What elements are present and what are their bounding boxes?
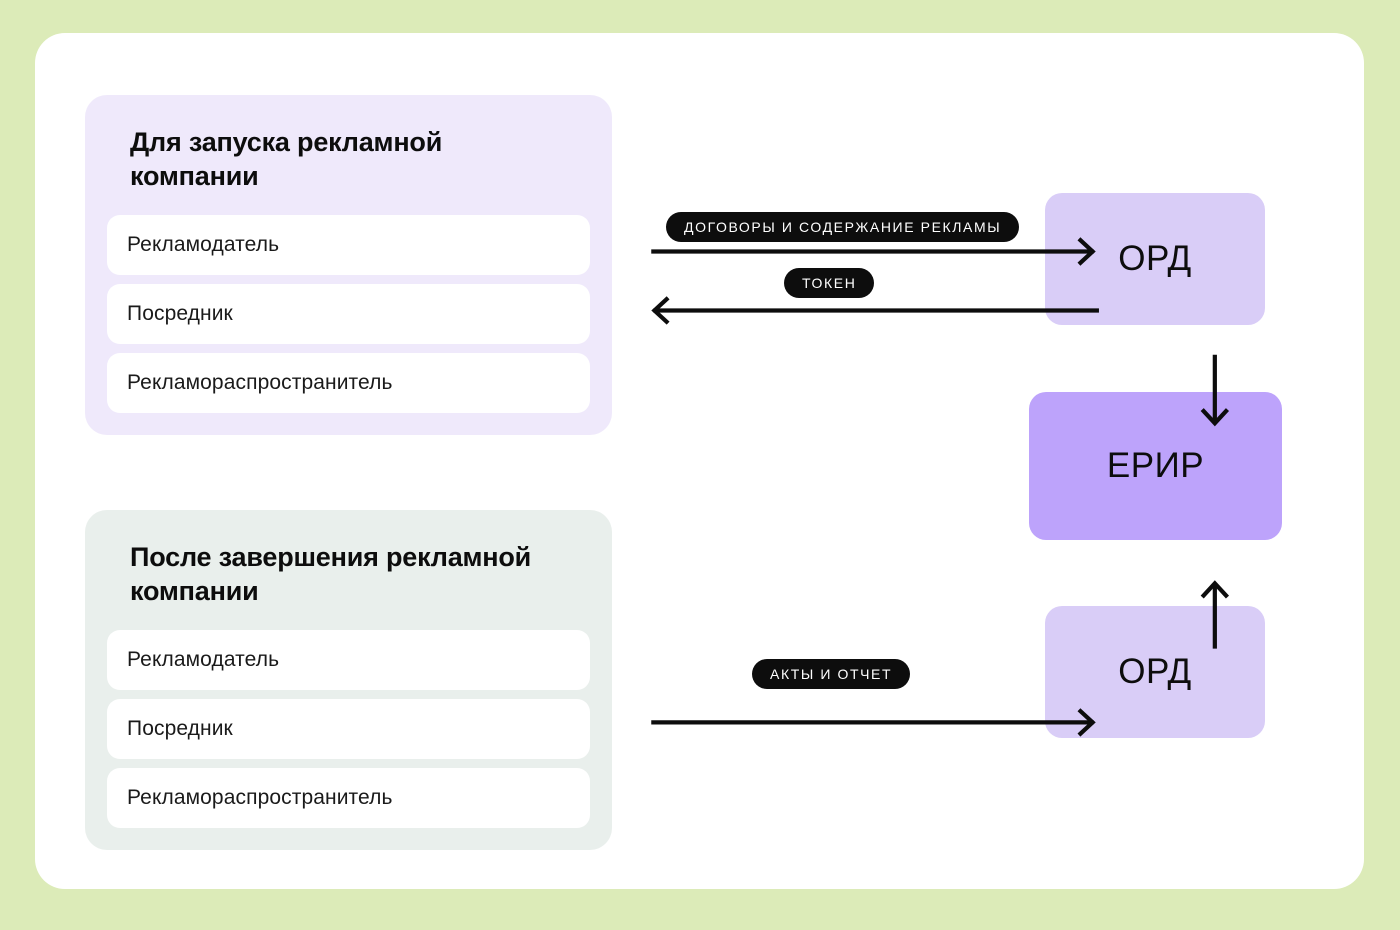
role-row[interactable]: Рекламодатель	[107, 215, 590, 276]
role-row[interactable]: Рекламораспространитель	[107, 353, 590, 414]
node-label: ОРД	[1118, 652, 1192, 691]
node-label: ЕРИР	[1106, 446, 1205, 485]
role-label: Рекламораспространитель	[127, 371, 393, 395]
role-row[interactable]: Рекламодатель	[107, 630, 590, 691]
flow-arrowhead-ord-bottom-to-erir	[1200, 580, 1230, 599]
stage-card-launch: Для запуска рекламной компании Рекламода…	[85, 95, 612, 436]
role-row[interactable]: Рекламораспространитель	[107, 768, 590, 829]
role-label: Рекламораспространитель	[127, 786, 393, 810]
role-label: Посредник	[127, 302, 233, 326]
node-label: ОРД	[1118, 239, 1192, 278]
flow-label-token: ТОКЕН	[784, 268, 875, 298]
role-row[interactable]: Посредник	[107, 699, 590, 760]
stage-card-finish: После завершения рекламной компании Рекл…	[85, 510, 612, 851]
role-label: Рекламодатель	[127, 233, 280, 257]
node-ord-top[interactable]: ОРД	[1045, 193, 1265, 325]
role-label: Посредник	[127, 717, 233, 741]
flow-label-acts: АКТЫ И ОТЧЕТ	[752, 659, 911, 689]
role-row[interactable]: Посредник	[107, 284, 590, 345]
stage-title-launch: Для запуска рекламной компании	[130, 127, 443, 192]
flow-label-contracts: ДОГОВОРЫ И СОДЕРЖАНИЕ РЕКЛАМЫ	[666, 212, 1020, 242]
stage-title-finish: После завершения рекламной компании	[130, 542, 532, 607]
diagram-canvas: Для запуска рекламной компании Рекламода…	[35, 33, 1364, 889]
node-ord-bottom[interactable]: ОРД	[1045, 606, 1265, 738]
flow-arrowhead-token	[651, 296, 670, 325]
node-erir[interactable]: ЕРИР	[1029, 392, 1282, 540]
role-label: Рекламодатель	[127, 648, 280, 672]
